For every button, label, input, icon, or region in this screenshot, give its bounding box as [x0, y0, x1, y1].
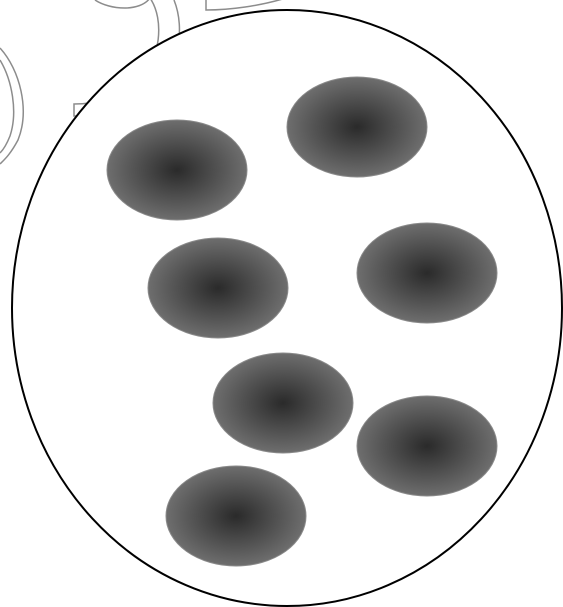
swirl-main-loop [95, 0, 150, 8]
blob-3 [148, 238, 288, 338]
swirl-top-right [206, 0, 286, 10]
blob-2 [287, 77, 427, 177]
blob-5 [213, 353, 353, 453]
blob-6 [357, 396, 497, 496]
blob-7 [166, 466, 306, 566]
blob-4 [357, 223, 497, 323]
blob-1 [107, 120, 247, 220]
swirl-left-arc-inner [0, 60, 14, 153]
